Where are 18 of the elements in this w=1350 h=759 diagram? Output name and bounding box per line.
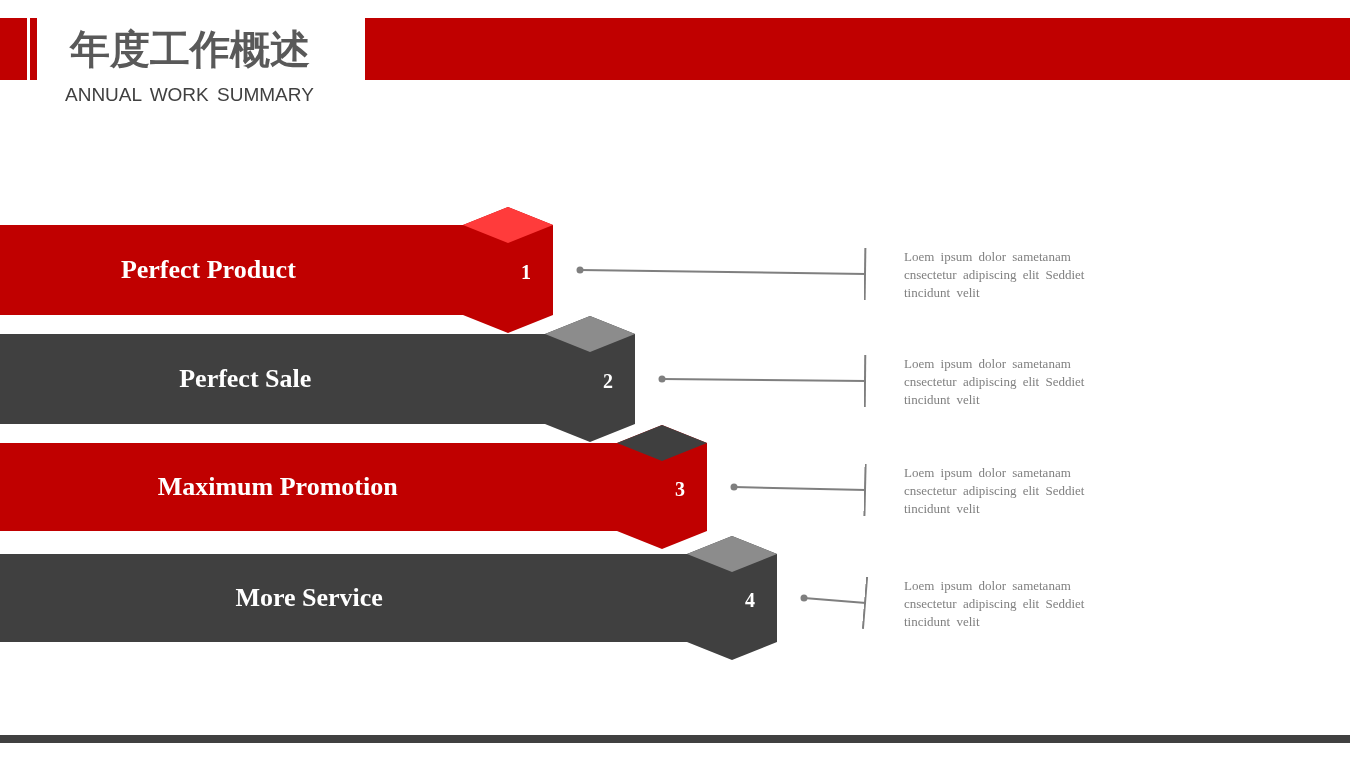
description-text: Loem ipsum dolor sametanam cnsectetur adipiscing elit Seddiet tincidunt velit — [904, 464, 1114, 518]
step-number: 2 — [602, 368, 614, 394]
slide-subtitle: ANNUAL WORK SUMMARY — [65, 84, 314, 106]
leader-line — [730, 463, 867, 516]
number-cube — [617, 425, 707, 549]
number-cube — [687, 536, 777, 660]
step-number: 1 — [520, 259, 532, 285]
description-text: Loem ipsum dolor sametanam cnsectetur adipiscing elit Seddiet tincidunt velit — [904, 577, 1114, 631]
leader-line — [800, 576, 869, 629]
slide-title: 年度工作概述 — [70, 25, 310, 74]
step-number: 3 — [674, 476, 686, 502]
number-cube — [463, 207, 553, 333]
leader-line — [658, 355, 867, 407]
description-text: Loem ipsum dolor sametanam cnsectetur adipiscing elit Seddiet tincidunt velit — [904, 355, 1114, 409]
description-text: Loem ipsum dolor sametanam cnsectetur adipiscing elit Seddiet tincidunt velit — [904, 248, 1114, 302]
leader-line — [576, 247, 867, 300]
step-number: 4 — [744, 587, 756, 613]
number-cube — [545, 316, 635, 442]
